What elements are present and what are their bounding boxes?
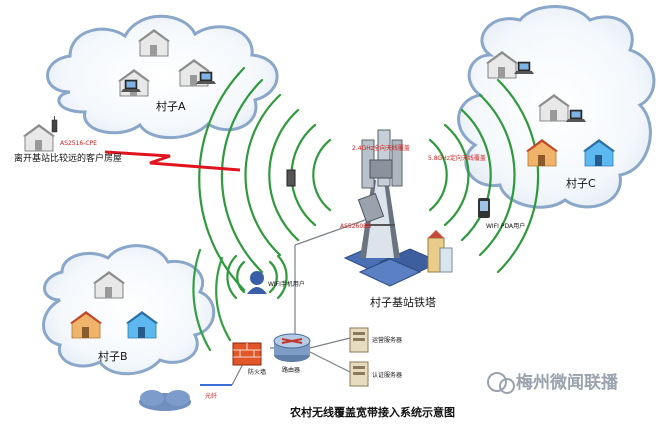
small-cloud xyxy=(139,390,191,411)
label-firewall: 防火墙 xyxy=(248,368,266,376)
label-tower-note-1: 2.4GHz全向天线覆盖 xyxy=(352,144,410,152)
label-village-c: 村子C xyxy=(566,176,596,190)
wifi-phone-user xyxy=(247,169,296,294)
label-server-1: 运营服务器 xyxy=(372,336,402,344)
label-far-house: 离开基站比较远的客户房屋 xyxy=(14,152,122,164)
houses-village-b xyxy=(70,270,158,339)
router xyxy=(273,333,311,362)
label-router: 路由器 xyxy=(282,366,300,374)
firewall xyxy=(232,342,262,366)
cloud-village-b xyxy=(42,244,216,376)
diagram-caption: 农村无线覆盖宽带接入系统示意图 xyxy=(289,405,455,419)
cloud-village-a xyxy=(46,14,279,140)
pda-icon xyxy=(478,198,490,218)
label-tower: 村子基站铁塔 xyxy=(370,295,436,309)
label-village-b: 村子B xyxy=(98,349,128,363)
watermark: 梅州微闻联播 xyxy=(487,372,619,394)
label-wifi-phone: WIFI手机用户 xyxy=(268,280,305,288)
label-server-2: 认证服务器 xyxy=(372,371,402,379)
server-2 xyxy=(349,361,369,387)
signal-waves xyxy=(192,66,540,352)
label-wifi-pda: WIFI PDA用户 xyxy=(486,222,525,230)
label-fiber: 光纤 xyxy=(205,392,217,400)
label-tower-ap: AS5260BS xyxy=(340,223,371,230)
far-house xyxy=(22,115,58,152)
server-1 xyxy=(349,327,369,353)
label-cpe: AS2516-CPE xyxy=(60,140,97,147)
wireless-link xyxy=(104,150,241,172)
houses-village-c xyxy=(485,50,615,167)
label-tower-note-2: 5.8GHz定向天线覆盖 xyxy=(428,154,486,162)
base-station-tower xyxy=(343,129,453,287)
watermark-text: 梅州微闻联播 xyxy=(516,372,619,393)
label-village-a: 村子A xyxy=(156,99,186,113)
